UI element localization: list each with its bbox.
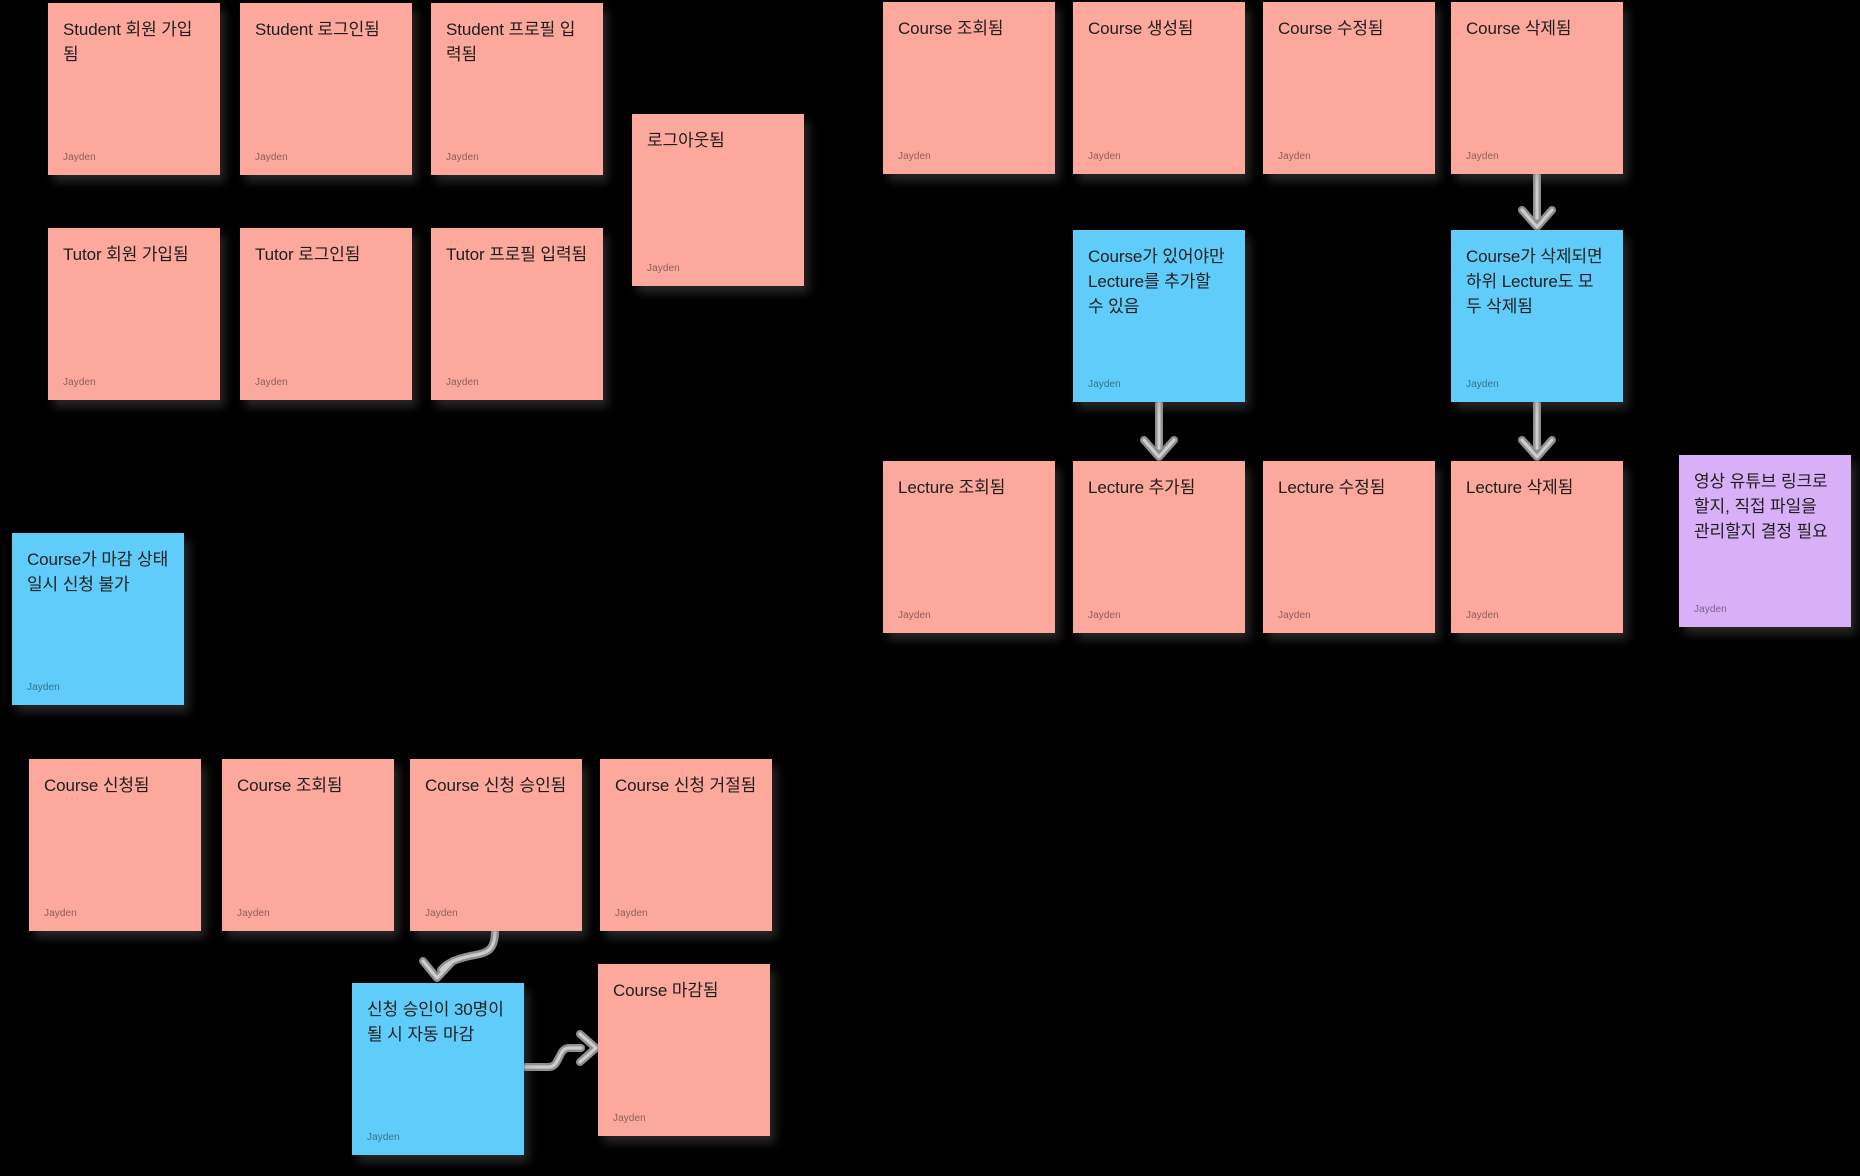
note-text: Student 프로필 입력됨 xyxy=(446,20,576,64)
note-text: Student 로그인됨 xyxy=(255,20,380,39)
sticky-note-tutor-logged-in[interactable]: Tutor 로그인됨 Jayden xyxy=(240,228,412,400)
sticky-note-policy-cascade-delete-lectures[interactable]: Course가 삭제되면 하위 Lecture도 모두 삭제됨 Jayden xyxy=(1451,230,1623,402)
note-text: Lecture 조회됨 xyxy=(898,478,1006,497)
note-author-label: Jayden xyxy=(255,377,288,388)
note-text: Course 생성됨 xyxy=(1088,19,1194,38)
note-author-label: Jayden xyxy=(1278,610,1311,621)
sticky-note-lecture-updated[interactable]: Lecture 수정됨 Jayden xyxy=(1263,461,1435,633)
note-author-label: Jayden xyxy=(63,377,96,388)
sticky-note-student-profile-entered[interactable]: Student 프로필 입력됨 Jayden xyxy=(431,3,603,175)
sticky-note-student-signed-up[interactable]: Student 회원 가입됨 Jayden xyxy=(48,3,220,175)
note-author-label: Jayden xyxy=(898,610,931,621)
note-text: Lecture 추가됨 xyxy=(1088,478,1196,497)
sticky-note-policy-course-required-for-lecture[interactable]: Course가 있어야만 Lecture를 추가할 수 있음 Jayden xyxy=(1073,230,1245,402)
note-author-label: Jayden xyxy=(44,908,77,919)
note-text: 신청 승인이 30명이 될 시 자동 마감 xyxy=(367,1000,504,1044)
note-text: Tutor 프로필 입력됨 xyxy=(446,245,588,264)
note-text: 로그아웃됨 xyxy=(647,131,725,150)
note-author-label: Jayden xyxy=(1466,379,1499,390)
note-author-label: Jayden xyxy=(647,263,680,274)
note-text: Course 신청됨 xyxy=(44,776,150,795)
sticky-note-enrollment-rejected[interactable]: Course 신청 거절됨 Jayden xyxy=(600,759,772,931)
sticky-note-enrollment-approved[interactable]: Course 신청 승인됨 Jayden xyxy=(410,759,582,931)
note-author-label: Jayden xyxy=(1466,151,1499,162)
note-author-label: Jayden xyxy=(898,151,931,162)
note-text: Lecture 수정됨 xyxy=(1278,478,1386,497)
note-author-label: Jayden xyxy=(63,152,96,163)
note-author-label: Jayden xyxy=(27,682,60,693)
note-text: Course가 삭제되면 하위 Lecture도 모두 삭제됨 xyxy=(1466,247,1603,316)
sticky-note-course-enrolled[interactable]: Course 신청됨 Jayden xyxy=(29,759,201,931)
sticky-note-course-enrollment-viewed[interactable]: Course 조회됨 Jayden xyxy=(222,759,394,931)
note-author-label: Jayden xyxy=(255,152,288,163)
sticky-note-lecture-deleted[interactable]: Lecture 삭제됨 Jayden xyxy=(1451,461,1623,633)
note-text: Course 삭제됨 xyxy=(1466,19,1572,38)
note-text: Course 신청 승인됨 xyxy=(425,776,567,795)
connector-arrow-cascade-policy-to-lecture-deleted[interactable] xyxy=(1518,399,1556,461)
note-text: Tutor 회원 가입됨 xyxy=(63,245,189,264)
note-author-label: Jayden xyxy=(613,1113,646,1124)
sticky-note-note-video-hosting-decision[interactable]: 영상 유튜브 링크로 할지, 직접 파일을 관리할지 결정 필요 Jayden xyxy=(1679,455,1851,627)
note-author-label: Jayden xyxy=(615,908,648,919)
sticky-note-lecture-added[interactable]: Lecture 추가됨 Jayden xyxy=(1073,461,1245,633)
sticky-note-logged-out[interactable]: 로그아웃됨 Jayden xyxy=(632,114,804,286)
sticky-note-lecture-viewed[interactable]: Lecture 조회됨 Jayden xyxy=(883,461,1055,633)
note-author-label: Jayden xyxy=(1466,610,1499,621)
note-author-label: Jayden xyxy=(237,908,270,919)
note-text: Course 수정됨 xyxy=(1278,19,1384,38)
note-author-label: Jayden xyxy=(1088,379,1121,390)
note-text: Course가 있어야만 Lecture를 추가할 수 있음 xyxy=(1088,247,1225,316)
note-author-label: Jayden xyxy=(1278,151,1311,162)
sticky-note-policy-auto-close-at-30[interactable]: 신청 승인이 30명이 될 시 자동 마감 Jayden xyxy=(352,983,524,1155)
note-text: 영상 유튜브 링크로 할지, 직접 파일을 관리할지 결정 필요 xyxy=(1694,472,1828,541)
note-author-label: Jayden xyxy=(446,377,479,388)
connector-arrow-approval-to-auto-close-policy[interactable] xyxy=(419,927,499,982)
note-text: Tutor 로그인됨 xyxy=(255,245,361,264)
sticky-note-policy-no-enroll-when-closed[interactable]: Course가 마감 상태일시 신청 불가 Jayden xyxy=(12,533,184,705)
note-author-label: Jayden xyxy=(425,908,458,919)
note-text: Course 신청 거절됨 xyxy=(615,776,757,795)
note-text: Course 마감됨 xyxy=(613,981,719,1000)
sticky-note-course-updated[interactable]: Course 수정됨 Jayden xyxy=(1263,2,1435,174)
connector-arrow-auto-close-policy-to-course-closed[interactable] xyxy=(522,1030,600,1071)
note-author-label: Jayden xyxy=(367,1132,400,1143)
note-author-label: Jayden xyxy=(1088,610,1121,621)
sticky-note-course-viewed[interactable]: Course 조회됨 Jayden xyxy=(883,2,1055,174)
sticky-note-course-closed[interactable]: Course 마감됨 Jayden xyxy=(598,964,770,1136)
note-text: Lecture 삭제됨 xyxy=(1466,478,1574,497)
note-author-label: Jayden xyxy=(1694,604,1727,615)
sticky-note-tutor-signed-up[interactable]: Tutor 회원 가입됨 Jayden xyxy=(48,228,220,400)
note-text: Course가 마감 상태일시 신청 불가 xyxy=(27,550,169,594)
connector-arrow-course-required-policy-to-lecture-added[interactable] xyxy=(1140,399,1178,461)
sticky-note-tutor-profile-entered[interactable]: Tutor 프로필 입력됨 Jayden xyxy=(431,228,603,400)
connector-arrow-course-deleted-to-cascade-policy[interactable] xyxy=(1518,171,1556,231)
note-author-label: Jayden xyxy=(446,152,479,163)
sticky-note-course-deleted[interactable]: Course 삭제됨 Jayden xyxy=(1451,2,1623,174)
sticky-note-course-created[interactable]: Course 생성됨 Jayden xyxy=(1073,2,1245,174)
note-text: Course 조회됨 xyxy=(237,776,343,795)
note-author-label: Jayden xyxy=(1088,151,1121,162)
sticky-note-student-logged-in[interactable]: Student 로그인됨 Jayden xyxy=(240,3,412,175)
note-text: Course 조회됨 xyxy=(898,19,1004,38)
note-text: Student 회원 가입됨 xyxy=(63,20,193,64)
